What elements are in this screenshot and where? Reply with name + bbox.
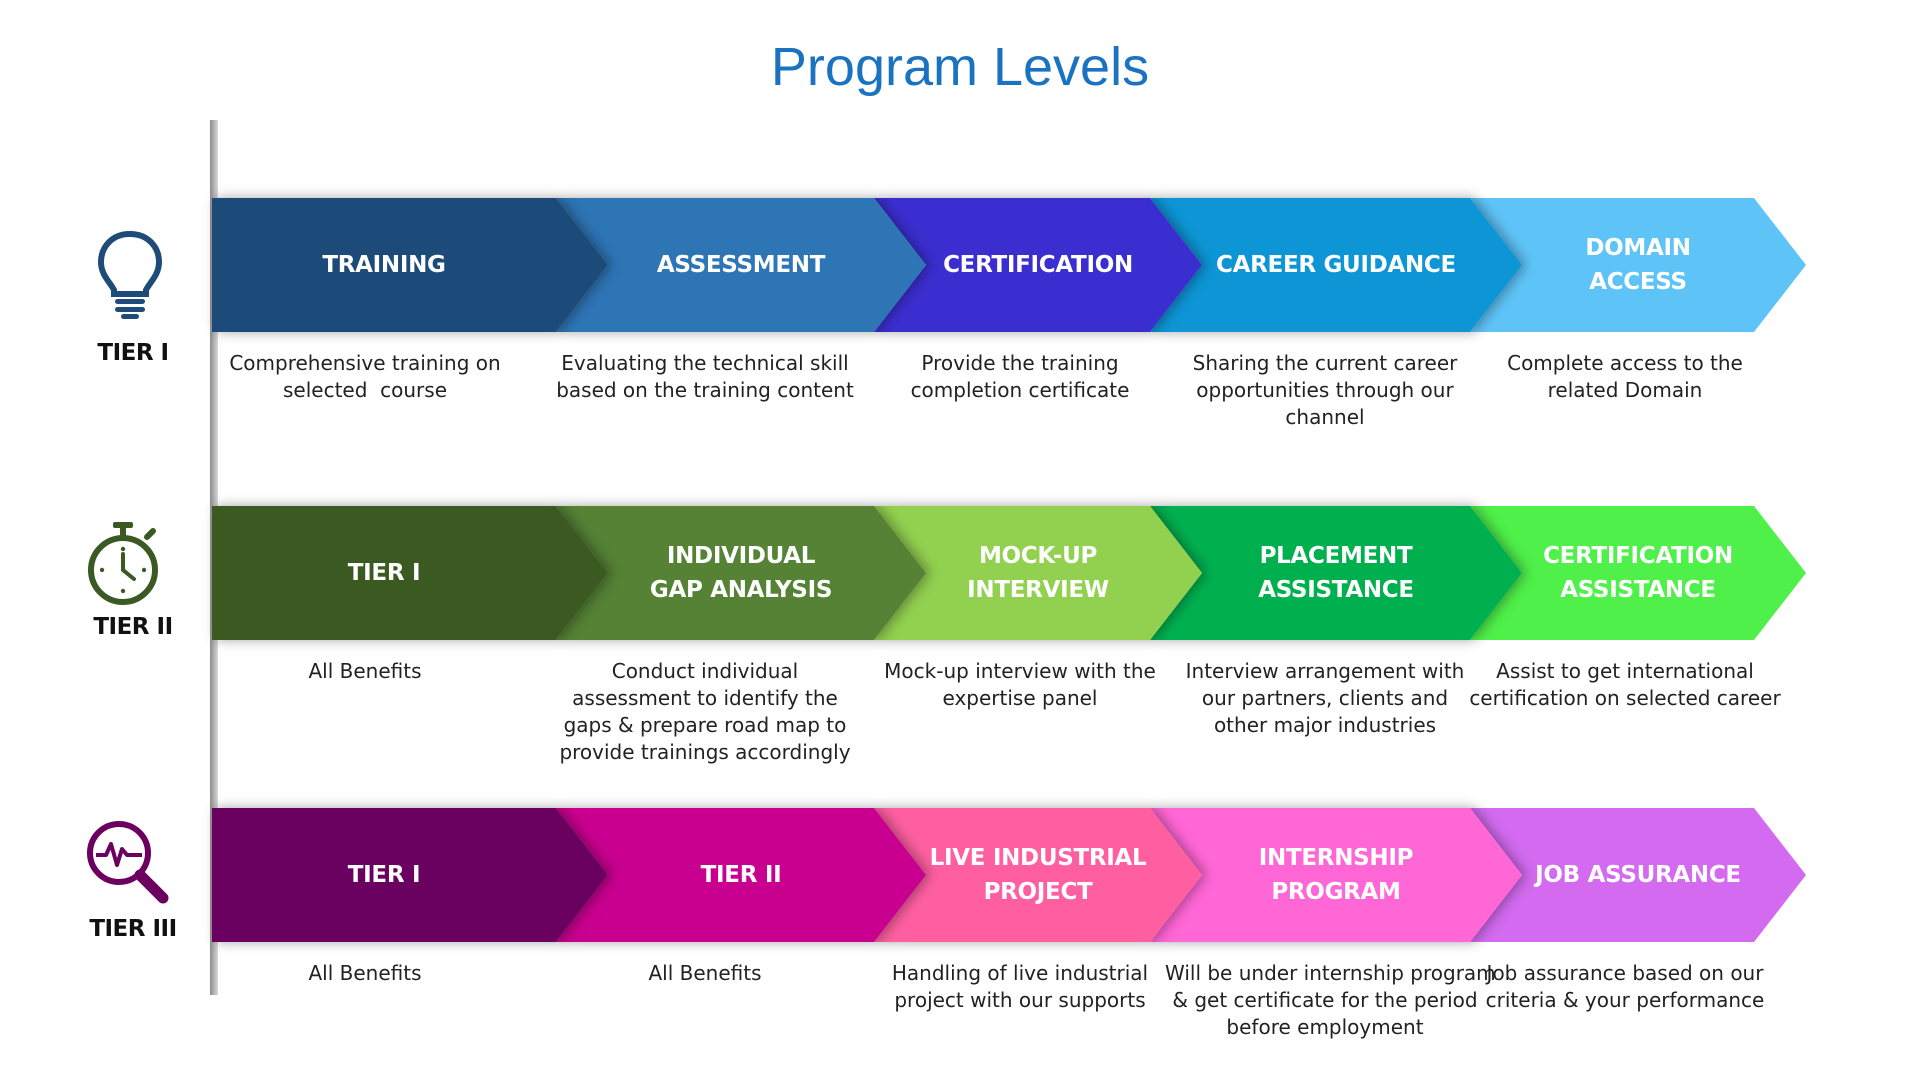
- description-line: Provide the training: [921, 351, 1119, 375]
- description-line: channel: [1285, 405, 1365, 429]
- tier-1-step-3-description: Provide the training completion certifica…: [870, 350, 1170, 404]
- description-line: Evaluating the technical skill: [561, 351, 849, 375]
- search-pulse-icon: [87, 821, 169, 904]
- lightbulb-icon: [97, 230, 163, 319]
- description-line: assessment to identify the: [572, 686, 838, 710]
- tier-2-step-5-chevron: [1470, 506, 1806, 640]
- tier-3-step-3-chevron: [874, 808, 1202, 942]
- tier-1-step-2-description: Evaluating the technical skill based on t…: [540, 350, 870, 404]
- tier-1-step-3-chevron: [874, 198, 1202, 332]
- description-line: Conduct individual: [611, 659, 799, 683]
- tier-1-step-5-chevron: [1470, 198, 1806, 332]
- tier-3-step-2-description: All Benefits: [540, 960, 870, 987]
- description-line: All Benefits: [308, 961, 422, 985]
- description-line: based on the training content: [556, 378, 854, 402]
- tier-1-step-4-chevron: [1150, 198, 1522, 332]
- description-line: expertise panel: [942, 686, 1098, 710]
- description-line: our partners, clients and: [1201, 686, 1449, 710]
- description-line: Sharing the current career: [1192, 351, 1458, 375]
- tier-2-step-5-description: Assist to get international certification…: [1460, 658, 1790, 712]
- description-line: completion certificate: [910, 378, 1130, 402]
- description-line: other major industries: [1213, 713, 1437, 737]
- tier-3-step-2-chevron: [556, 808, 926, 942]
- description-line: Interview arrangement with: [1185, 659, 1465, 683]
- tier-1-label: TIER I: [97, 340, 169, 366]
- tier-2-step-3-chevron: [874, 506, 1202, 640]
- tier-2-step-1-chevron: [212, 506, 608, 640]
- description-line: opportunities through our: [1196, 378, 1454, 402]
- stopwatch-icon: [88, 522, 158, 605]
- description-line: Mock-up interview with the: [884, 659, 1156, 683]
- tier-2-step-4-description: Interview arrangement with our partners, …: [1165, 658, 1485, 739]
- description-line: provide trainings accordingly: [559, 740, 851, 764]
- description-line: Handling of live industrial: [891, 961, 1149, 985]
- tier-2-label: TIER II: [93, 614, 173, 640]
- description-line: certification on selected career: [1469, 686, 1781, 710]
- tier-1-step-1-chevron: [212, 198, 608, 332]
- tier-3-step-3-description: Handling of live industrial project with …: [870, 960, 1170, 1014]
- tier-3-step-5-description: Job assurance based on our criteria & you…: [1460, 960, 1790, 1014]
- tier-3-step-4-description: Will be under internship program & get ce…: [1165, 960, 1496, 1041]
- tier-3-step-1-description: All Benefits: [200, 960, 530, 987]
- description-line: gaps & prepare road map to: [563, 713, 847, 737]
- tier-1-step-4-description: Sharing the current career opportunities …: [1165, 350, 1485, 431]
- page-title: Program Levels: [770, 37, 1150, 97]
- tier-2-step-4-chevron: [1150, 506, 1522, 640]
- description-line: criteria & your performance: [1485, 988, 1765, 1012]
- tier-2-step-2-chevron: [556, 506, 926, 640]
- tier-3-step-4-chevron: [1150, 808, 1522, 942]
- tier-1-step-5-description: Complete access to the related Domain: [1460, 350, 1790, 404]
- description-line: project with our supports: [894, 988, 1146, 1012]
- tier-1-step-1-description: Comprehensive training on selected course: [200, 350, 530, 404]
- tier-1-step-2-chevron: [556, 198, 926, 332]
- tier-2-step-2-description: Conduct individual assessment to identify…: [540, 658, 870, 766]
- tier-3-step-1-chevron: [212, 808, 608, 942]
- description-line: Assist to get international: [1496, 659, 1754, 683]
- tier-2-step-1-description: All Benefits: [200, 658, 530, 685]
- tier-3-step-5-chevron: [1470, 808, 1806, 942]
- tier-3-label: TIER III: [89, 916, 177, 942]
- description-line: selected course: [283, 378, 447, 402]
- description-line: Will be under internship program: [1165, 961, 1496, 985]
- description-line: All Benefits: [308, 659, 422, 683]
- description-line: Complete access to the: [1507, 351, 1743, 375]
- description-line: related Domain: [1547, 378, 1703, 402]
- description-line: Comprehensive training on: [229, 351, 501, 375]
- description-line: before employment: [1226, 1015, 1424, 1039]
- tier-2-step-3-description: Mock-up interview with the expertise pane…: [870, 658, 1170, 712]
- description-line: All Benefits: [648, 961, 762, 985]
- description-line: Job assurance based on our: [1486, 961, 1764, 985]
- description-line: & get certificate for the period: [1172, 988, 1478, 1012]
